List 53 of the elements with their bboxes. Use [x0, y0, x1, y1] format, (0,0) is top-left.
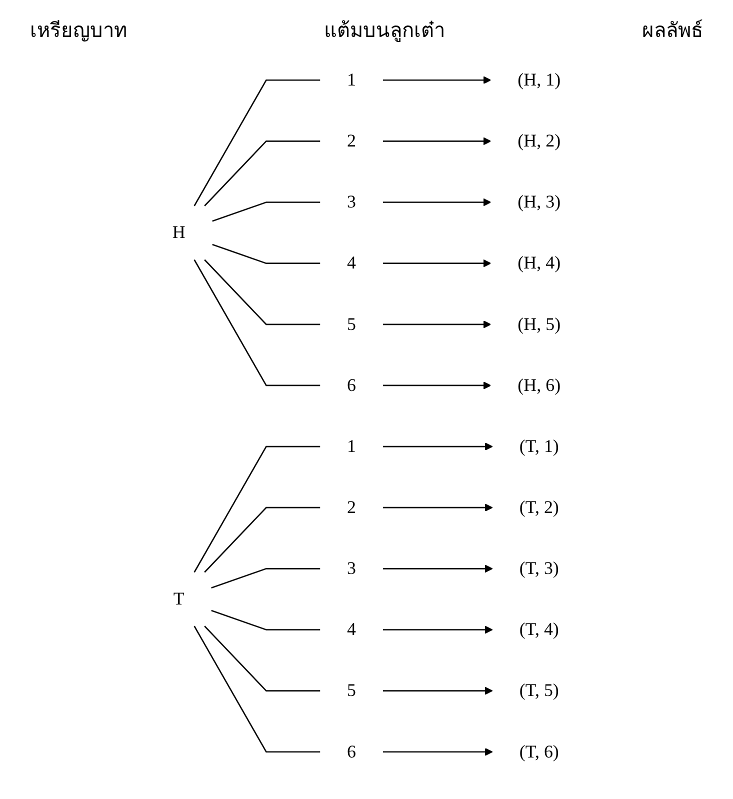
node-text: (H, 3)	[518, 192, 561, 212]
column-heading: แต้มบนลูกเต๋า	[324, 19, 445, 44]
node-text: 6	[347, 376, 356, 396]
connector	[211, 610, 320, 630]
node-text: (T, 5)	[519, 680, 559, 701]
node-text: H	[172, 222, 186, 243]
node-text: (H, 5)	[518, 314, 561, 334]
node-text: (T, 1)	[519, 436, 559, 456]
node-text: 1	[347, 436, 356, 456]
arrow	[382, 626, 493, 634]
arrow	[382, 564, 493, 573]
arrow	[382, 504, 493, 512]
node-text: (H, 6)	[518, 376, 561, 396]
node-text: 4	[347, 620, 356, 640]
node-text: (T, 6)	[519, 742, 559, 762]
node-text: 3	[347, 192, 356, 212]
arrow	[382, 382, 492, 390]
node-text: 5	[347, 314, 356, 334]
arrow	[382, 686, 493, 695]
node-text: (T, 3)	[519, 558, 559, 579]
node-text: 3	[347, 558, 356, 579]
column-heading: ผลลัพธ์	[642, 18, 703, 44]
connector	[204, 140, 320, 206]
node-text: 5	[347, 680, 356, 701]
node-text: T	[173, 589, 184, 610]
connector	[204, 626, 320, 692]
node-text: 1	[347, 70, 356, 90]
connector	[194, 79, 320, 206]
connector	[194, 626, 320, 753]
connector	[212, 244, 320, 264]
node-text: (H, 4)	[518, 253, 561, 274]
node-text: 4	[347, 253, 356, 274]
connector	[212, 202, 320, 222]
node-text: 2	[347, 498, 356, 518]
node-text: (T, 2)	[519, 498, 559, 518]
arrow	[382, 198, 492, 206]
node-text: (H, 1)	[518, 70, 561, 90]
connector	[204, 506, 320, 573]
column-heading: เหรียญบาท	[30, 19, 127, 44]
node-text: (H, 2)	[518, 131, 561, 152]
node-text: 6	[347, 742, 356, 762]
connector	[211, 568, 320, 588]
connector	[194, 259, 320, 386]
arrow	[382, 748, 493, 756]
node-text: 2	[347, 131, 356, 152]
node-text: (T, 4)	[519, 620, 559, 640]
arrow	[382, 320, 492, 328]
arrow	[382, 259, 492, 268]
arrow	[382, 76, 492, 84]
arrow	[382, 137, 492, 146]
connector	[204, 259, 320, 326]
arrow	[382, 442, 493, 450]
connector	[194, 446, 320, 573]
